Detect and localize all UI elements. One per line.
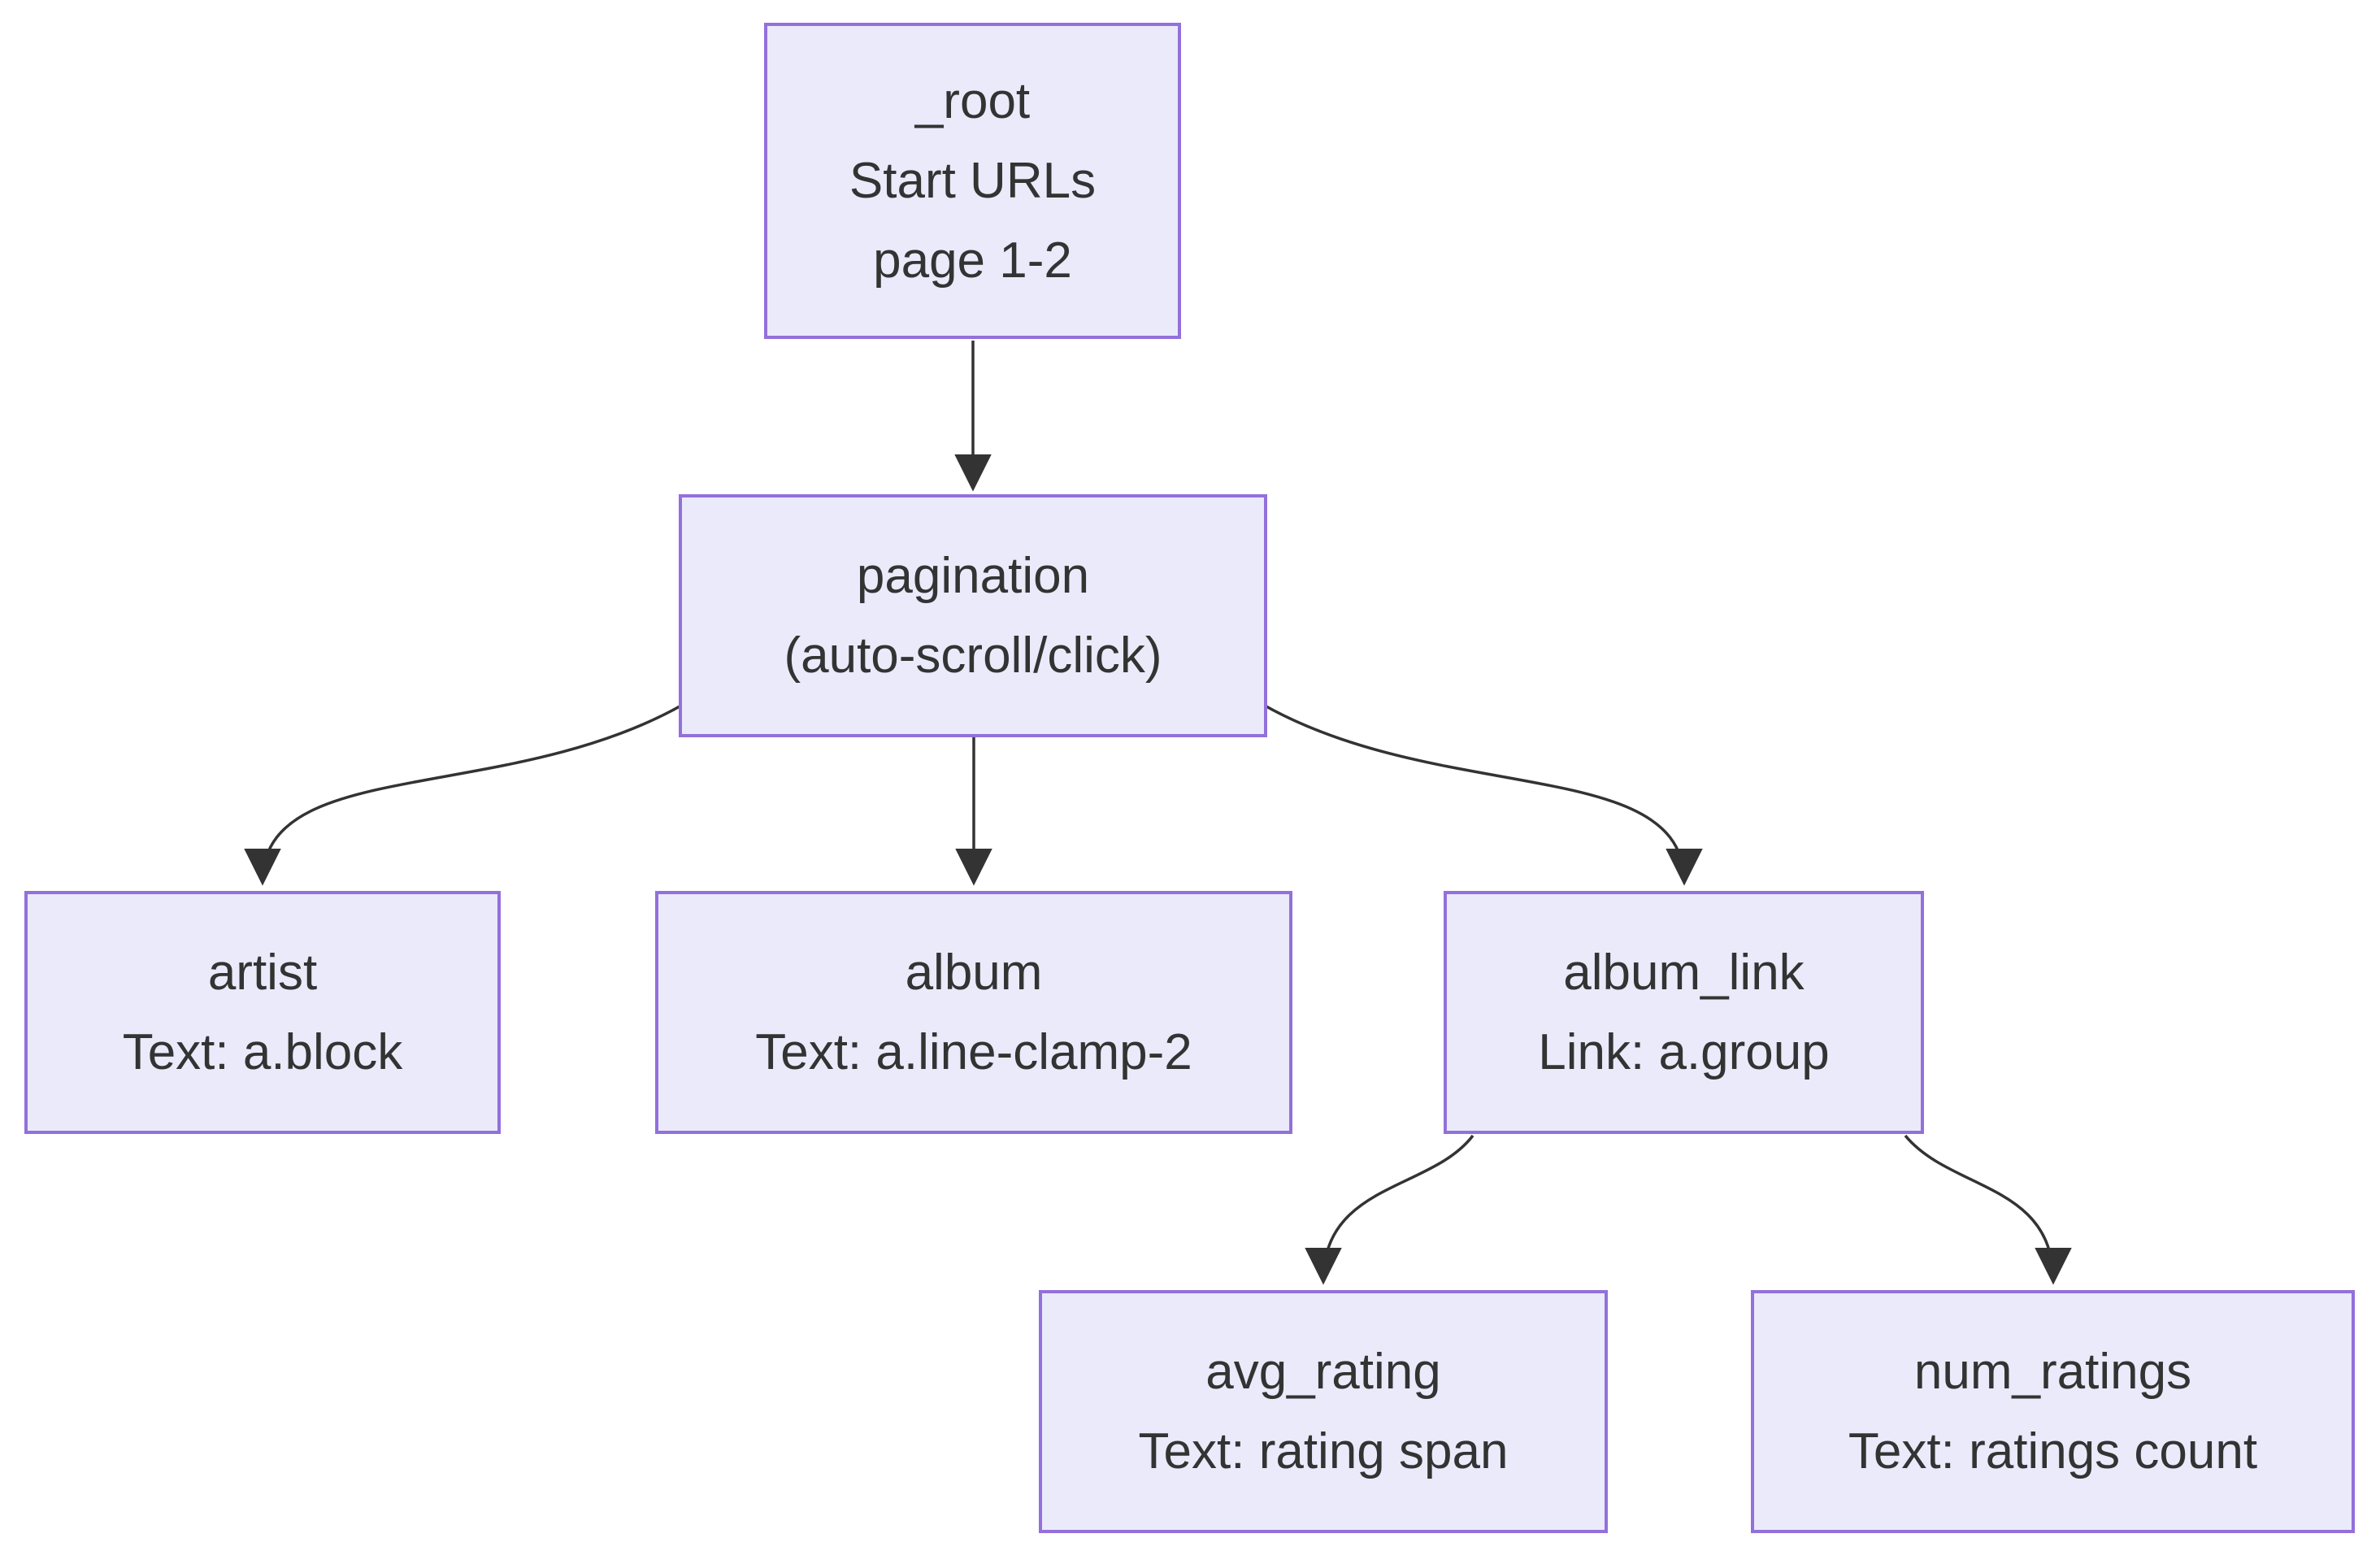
edge-pagination-to-artist (244, 704, 682, 886)
node-artist-id: artist (207, 944, 318, 1001)
node-root: _root Start URLs page 1-2 (764, 23, 1181, 339)
node-pagination: pagination (auto-scroll/click) (679, 494, 1267, 737)
node-num-ratings: num_ratings Text: ratings count (1751, 1290, 2355, 1533)
node-artist: artist Text: a.block (24, 891, 501, 1134)
node-avg-rating-id: avg_rating (1205, 1343, 1441, 1400)
node-album: album Text: a.line-clamp-2 (655, 891, 1292, 1134)
node-album-link: album_link Link: a.group (1444, 891, 1924, 1134)
node-avg-rating-detail: Text: rating span (1138, 1423, 1509, 1479)
node-root-id: _root (914, 72, 1031, 129)
node-num-ratings-id: num_ratings (1913, 1343, 2192, 1400)
node-album-link-id: album_link (1563, 944, 1805, 1001)
node-root-detail-1: Start URLs (849, 152, 1097, 209)
edge-album-link-to-avg-rating (1305, 1134, 1474, 1285)
node-artist-detail: Text: a.block (122, 1023, 403, 1080)
node-album-id: album (905, 944, 1043, 1001)
node-num-ratings-detail: Text: ratings count (1848, 1423, 2258, 1479)
node-album-link-detail: Link: a.group (1538, 1023, 1830, 1080)
node-album-detail: Text: a.line-clamp-2 (755, 1023, 1192, 1080)
edge-pagination-to-album-link (1264, 704, 1703, 886)
node-avg-rating: avg_rating Text: rating span (1039, 1290, 1608, 1533)
node-pagination-detail: (auto-scroll/click) (784, 627, 1162, 684)
node-pagination-id: pagination (856, 547, 1090, 604)
edge-album-link-to-num-ratings (1904, 1134, 2072, 1285)
node-root-detail-2: page 1-2 (873, 232, 1072, 289)
